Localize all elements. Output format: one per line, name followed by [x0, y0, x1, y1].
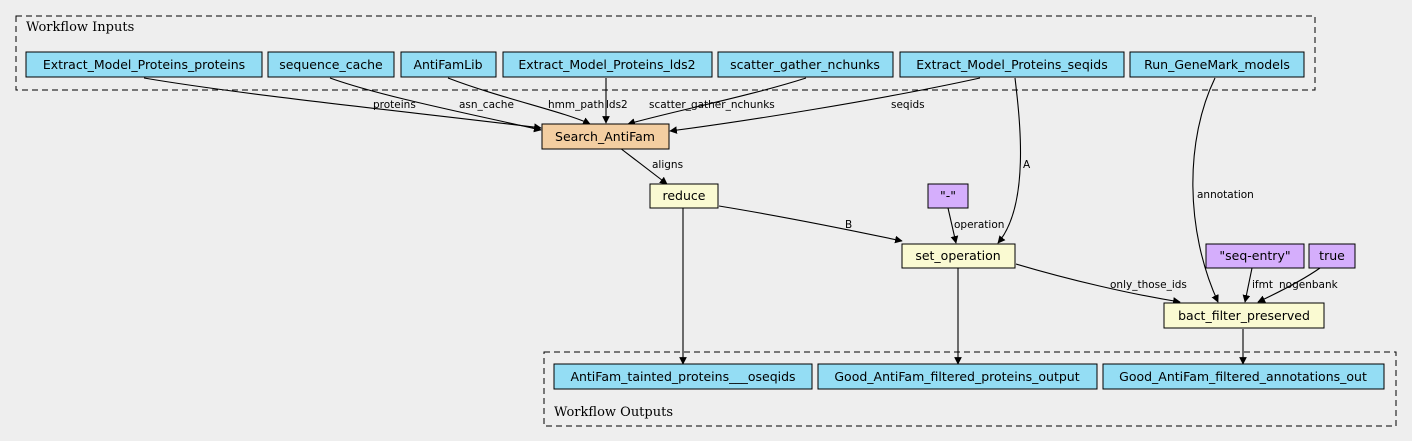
edge-asn-cache — [329, 77, 542, 133]
step-node-reduce-label: reduce — [663, 188, 706, 203]
constant-node-true-label: true — [1319, 248, 1345, 263]
step-node-reduce[interactable]: reduce — [649, 183, 719, 209]
edge-only-those-ids — [1015, 263, 1181, 305]
input-nodes: Extract_Model_Proteins_proteins sequence… — [25, 51, 1305, 78]
inputs-cluster-label: Workflow Inputs — [26, 20, 134, 35]
constant-node-seq-entry-label: "seq-entry" — [1219, 248, 1290, 263]
output-nodes: AntiFam_tainted_proteins___oseqids Good_… — [553, 363, 1385, 390]
constant-node-dash-label: "-" — [940, 188, 956, 203]
output-node-tainted-label: AntiFam_tainted_proteins___oseqids — [570, 369, 795, 384]
edge-seqids — [669, 77, 981, 134]
input-node-lds2-label: Extract_Model_Proteins_lds2 — [518, 57, 695, 72]
step-nodes: Search_AntiFam reduce "-" set_operation … — [541, 123, 1356, 329]
input-node-seqids-label: Extract_Model_Proteins_seqids — [916, 57, 1107, 72]
input-node-sequence-cache-label: sequence_cache — [279, 57, 383, 72]
input-node-proteins[interactable]: Extract_Model_Proteins_proteins — [25, 51, 263, 78]
edge-label-b: B — [845, 219, 852, 231]
edge-nogenbank — [1257, 267, 1321, 303]
step-node-set-operation-label: set_operation — [915, 248, 1000, 263]
edge-label-nogenbank: nogenbank — [1279, 279, 1339, 291]
edge-label-operation: operation — [954, 219, 1004, 231]
edge-label-hmm-path: hmm_path — [548, 99, 604, 111]
edge-ifmt — [1242, 267, 1253, 303]
output-node-proteins[interactable]: Good_AntiFam_filtered_proteins_output — [817, 363, 1098, 390]
edge-label-aligns: aligns — [652, 159, 683, 171]
edge-label-ifmt: ifmt — [1252, 279, 1273, 291]
input-node-genemark-label: Run_GeneMark_models — [1144, 57, 1290, 72]
edge-scatter-gather — [627, 77, 807, 126]
input-node-lds2[interactable]: Extract_Model_Proteins_lds2 — [502, 51, 713, 78]
input-node-proteins-label: Extract_Model_Proteins_proteins — [43, 57, 245, 72]
edge-label-a: A — [1023, 159, 1031, 171]
input-node-antifamlib-label: AntiFamLib — [413, 57, 482, 72]
output-node-tainted[interactable]: AntiFam_tainted_proteins___oseqids — [553, 363, 813, 390]
step-node-search-antifam-label: Search_AntiFam — [555, 129, 655, 144]
outputs-cluster-label: Workflow Outputs — [554, 405, 673, 420]
input-node-antifamlib[interactable]: AntiFamLib — [400, 51, 497, 78]
output-node-annotations-label: Good_AntiFam_filtered_annotations_out — [1119, 369, 1367, 384]
edge-aligns — [619, 147, 668, 185]
edge-label-seqids: seqids — [891, 99, 925, 111]
output-node-annotations[interactable]: Good_AntiFam_filtered_annotations_out — [1102, 363, 1385, 390]
edge-hmm-path — [447, 77, 591, 125]
edge-labels: proteins asn_cache hmm_path lds2 scatter… — [373, 99, 1339, 291]
step-node-bact-filter[interactable]: bact_filter_preserved — [1163, 302, 1325, 329]
edge-operation — [947, 207, 959, 244]
edge-label-proteins: proteins — [373, 99, 416, 111]
edge-label-annotation: annotation — [1197, 189, 1254, 201]
step-node-bact-filter-label: bact_filter_preserved — [1178, 308, 1310, 323]
constant-node-true[interactable]: true — [1308, 243, 1356, 269]
constant-node-dash[interactable]: "-" — [927, 183, 969, 209]
edge-label-scatter-gather: scatter_gather_nchunks — [649, 99, 775, 111]
output-node-proteins-label: Good_AntiFam_filtered_proteins_output — [834, 369, 1079, 384]
edge-annotation — [1192, 77, 1219, 303]
step-node-set-operation[interactable]: set_operation — [901, 243, 1016, 269]
constant-node-seq-entry[interactable]: "seq-entry" — [1205, 243, 1305, 269]
inputs-cluster: Workflow Inputs — [15, 15, 1316, 91]
edge-a — [997, 77, 1022, 244]
outputs-cluster: Workflow Outputs — [543, 351, 1397, 427]
edge-label-lds2: lds2 — [606, 99, 628, 111]
edges — [143, 77, 1321, 365]
input-node-genemark[interactable]: Run_GeneMark_models — [1129, 51, 1305, 78]
input-node-nchunks[interactable]: scatter_gather_nchunks — [717, 51, 894, 78]
input-node-seqids[interactable]: Extract_Model_Proteins_seqids — [899, 51, 1125, 78]
edge-proteins — [143, 77, 542, 131]
step-node-search-antifam[interactable]: Search_AntiFam — [541, 123, 670, 150]
input-node-sequence-cache[interactable]: sequence_cache — [267, 51, 395, 78]
edge-b — [718, 205, 903, 244]
edge-label-only-those-ids: only_those_ids — [1110, 279, 1187, 291]
edge-label-asn-cache: asn_cache — [459, 99, 514, 111]
input-node-nchunks-label: scatter_gather_nchunks — [730, 57, 880, 72]
